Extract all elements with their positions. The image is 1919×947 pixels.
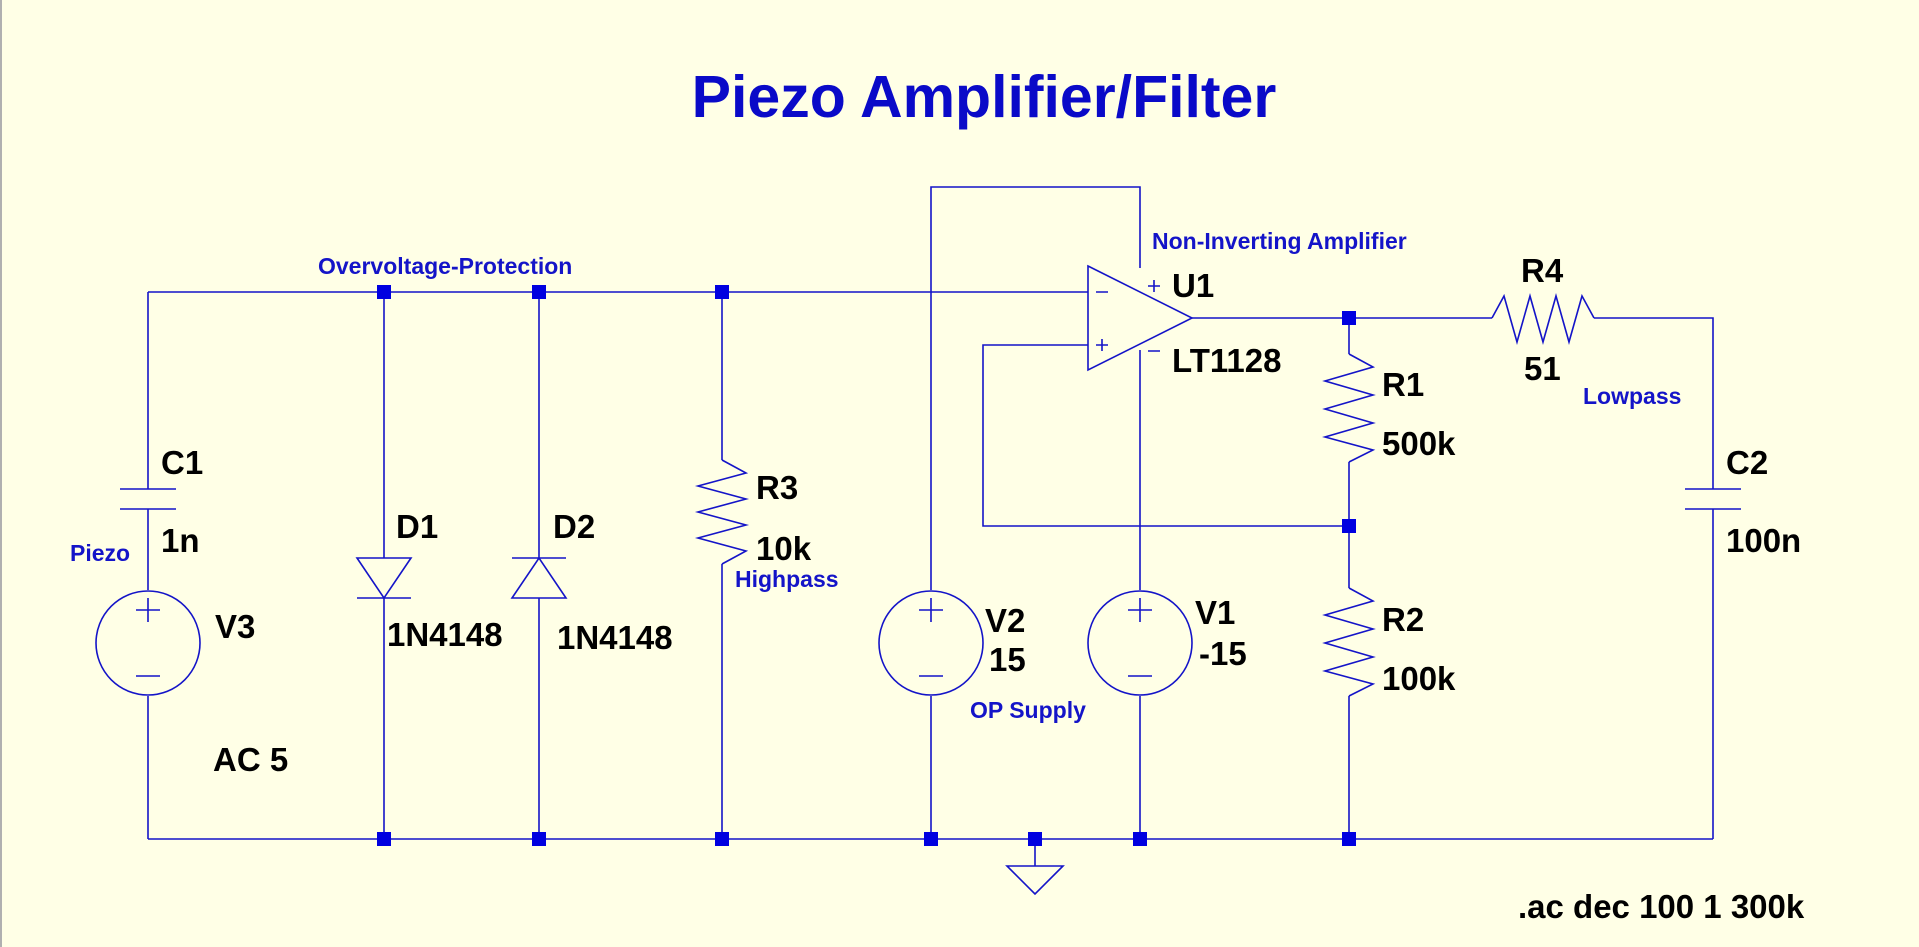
node-bottom-v1 xyxy=(1133,832,1147,846)
node-divider xyxy=(1342,519,1356,533)
v1-name: V1 xyxy=(1195,594,1235,631)
voltage-source-v3[interactable] xyxy=(95,590,201,696)
node-top-d2 xyxy=(532,285,546,299)
d1-name: D1 xyxy=(396,508,438,545)
diode-d1[interactable] xyxy=(355,557,413,600)
piezo-note: Piezo xyxy=(70,540,130,566)
node-bottom-r2 xyxy=(1342,832,1356,846)
c2-name: C2 xyxy=(1726,444,1768,481)
r4-name: R4 xyxy=(1521,252,1564,289)
resistor-r2[interactable] xyxy=(1322,587,1376,697)
d2-value: 1N4148 xyxy=(557,619,673,656)
c2-value: 100n xyxy=(1726,522,1801,559)
node-top-r3 xyxy=(715,285,729,299)
op-supply-note: OP Supply xyxy=(970,697,1086,723)
r3-value: 10k xyxy=(756,530,812,567)
v1-value: -15 xyxy=(1199,635,1247,672)
node-bottom-d2 xyxy=(532,832,546,846)
v2-value: 15 xyxy=(989,641,1026,678)
resistor-r4[interactable] xyxy=(1491,293,1595,345)
v2-supply-wire xyxy=(930,186,1141,590)
d2-name: D2 xyxy=(553,508,595,545)
r4-value: 51 xyxy=(1524,350,1561,387)
c1-name: C1 xyxy=(161,444,203,481)
lowpass-wire xyxy=(1594,317,1714,839)
wires xyxy=(147,186,1714,866)
c1-value: 1n xyxy=(161,522,200,559)
lowpass-note: Lowpass xyxy=(1583,383,1681,409)
v3-name: V3 xyxy=(215,608,255,645)
node-top-d1 xyxy=(377,285,391,299)
capacitor-c2[interactable] xyxy=(1685,488,1741,510)
r2-value: 100k xyxy=(1382,660,1456,697)
node-bottom-v2 xyxy=(924,832,938,846)
node-bottom-d1 xyxy=(377,832,391,846)
overvoltage-note: Overvoltage-Protection xyxy=(318,253,572,279)
d1-value: 1N4148 xyxy=(387,616,503,653)
v2-name: V2 xyxy=(985,602,1025,639)
node-bottom-ground xyxy=(1028,832,1042,846)
r3-name: R3 xyxy=(756,469,798,506)
v3-value: AC 5 xyxy=(213,741,288,778)
feedback-wire xyxy=(982,344,1349,527)
ground-symbol xyxy=(1005,865,1065,896)
spice-directive[interactable]: .ac dec 100 1 300k xyxy=(1518,888,1805,925)
voltage-source-v2[interactable] xyxy=(878,590,984,696)
schematic-title: Piezo Amplifier/Filter xyxy=(692,64,1277,130)
opamp-u1[interactable] xyxy=(1087,264,1194,372)
node-bottom-r3 xyxy=(715,832,729,846)
r2-name: R2 xyxy=(1382,601,1424,638)
resistor-r3[interactable] xyxy=(694,459,750,565)
r1-value: 500k xyxy=(1382,425,1456,462)
highpass-note: Highpass xyxy=(735,566,839,592)
resistor-r1[interactable] xyxy=(1322,353,1376,463)
r1-name: R1 xyxy=(1382,366,1424,403)
u1-name: U1 xyxy=(1172,267,1214,304)
node-output xyxy=(1342,311,1356,325)
junction-nodes xyxy=(377,285,1356,846)
voltage-source-v1[interactable] xyxy=(1087,590,1193,696)
non-inverting-note: Non-Inverting Amplifier xyxy=(1152,228,1407,254)
diode-d2[interactable] xyxy=(510,556,568,599)
u1-value: LT1128 xyxy=(1172,342,1281,379)
capacitor-c1[interactable] xyxy=(120,488,176,510)
